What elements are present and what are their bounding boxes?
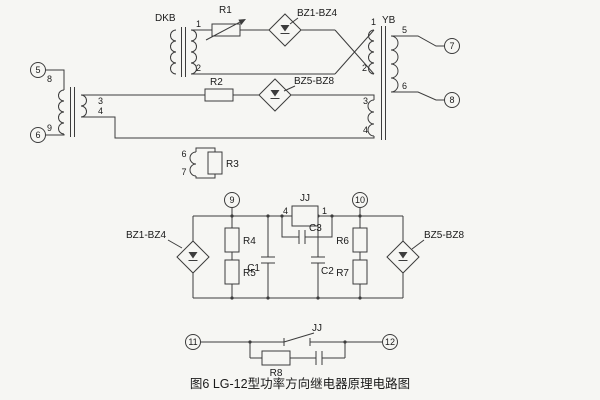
top-wires	[191, 29, 375, 75]
r6-label: R6	[336, 236, 349, 247]
input-transformer-symbol	[45, 69, 87, 137]
yb-label: YB	[382, 15, 396, 26]
yb-output-wires	[391, 35, 445, 101]
svg-text:12: 12	[385, 337, 395, 347]
yb-winding-3-label: 3	[363, 96, 368, 106]
svg-text:11: 11	[188, 337, 197, 347]
terminal-10: 10	[352, 192, 368, 208]
r3-winding-6-label: 6	[181, 149, 186, 159]
rectifier-bz5-bz8-top-symbol	[258, 78, 296, 112]
jj-coil-label: JJ	[300, 193, 310, 204]
svg-text:9: 9	[229, 195, 234, 205]
relay-contact-jj-symbol	[283, 332, 315, 346]
transformer-dkb-symbol	[170, 27, 197, 77]
dkb-winding-1-label: 1	[196, 19, 201, 29]
terminal-9: 9	[224, 192, 240, 208]
c2-label: C2	[321, 266, 334, 277]
r2-branch-wires	[81, 94, 375, 139]
transformer-yb-symbol	[367, 26, 399, 140]
svg-text:8: 8	[449, 95, 454, 105]
terminal-5: 5	[30, 62, 46, 78]
relay-coil-jj-symbol	[291, 205, 319, 227]
resistor-r4-symbol	[224, 227, 240, 253]
dc-bus-wires	[192, 207, 404, 300]
r5-label: R5	[243, 268, 256, 279]
bz5-bz8-mid-label: BZ5-BZ8	[424, 230, 464, 241]
c3-label: C3	[309, 223, 322, 234]
yb-winding-5-label: 5	[402, 25, 407, 35]
capacitor-c1-symbol	[261, 256, 275, 264]
spark-capacitor-symbol	[315, 351, 323, 365]
rectifier-bz5-bz8-mid-symbol	[386, 239, 425, 274]
resistor-r5-symbol	[224, 259, 240, 285]
capacitor-c3-symbol	[298, 230, 306, 244]
c1-label: C1	[247, 263, 260, 274]
resistor-r2-symbol	[204, 88, 234, 102]
terminal-12: 12	[382, 334, 398, 350]
r2-label: R2	[210, 77, 223, 88]
terminal-7: 7	[444, 38, 460, 54]
svg-text:6: 6	[35, 130, 40, 140]
input-winding-8-label: 8	[47, 74, 52, 84]
jj-terminal-1-label: 1	[322, 206, 327, 216]
r3-winding-symbol	[189, 147, 223, 179]
rectifier-bz1-bz4-mid-symbol	[167, 239, 210, 274]
resistor-r7-symbol	[352, 259, 368, 285]
capacitor-c2-symbol	[311, 256, 325, 264]
dkb-winding-2-label: 2	[196, 63, 201, 73]
yb-winding-6-label: 6	[402, 81, 407, 91]
winding-3-label: 3	[98, 96, 103, 106]
bz1-bz4-mid-label: BZ1-BZ4	[126, 230, 166, 241]
yb-winding-1-label: 1	[371, 17, 376, 27]
r1-label: R1	[219, 5, 232, 16]
jj-terminal-4-label: 4	[283, 206, 288, 216]
winding-4-label: 4	[98, 106, 103, 116]
resistor-r1-symbol	[205, 19, 246, 41]
figure-caption: 图6 LG-12型功率方向继电器原理电路图	[190, 376, 410, 391]
input-winding-9-label: 9	[47, 123, 52, 133]
resistor-r8-symbol	[261, 350, 291, 366]
top-section: DKB 1 2 R1 BZ1-BZ4 1	[30, 5, 460, 179]
svg-text:5: 5	[35, 65, 40, 75]
bottom-section: 11 12 JJ R8	[185, 323, 398, 379]
resistor-r6-symbol	[352, 227, 368, 253]
bz1-bz4-top-label: BZ1-BZ4	[297, 8, 337, 19]
dkb-label: DKB	[155, 13, 176, 24]
yb-winding-4-label: 4	[363, 125, 368, 135]
r3-winding-7-label: 7	[181, 167, 186, 177]
r3-label: R3	[226, 159, 239, 170]
bz5-bz8-top-label: BZ5-BZ8	[294, 76, 334, 87]
terminal-11: 11	[185, 334, 201, 350]
r8-label: R8	[270, 368, 283, 379]
middle-section: 9 10 JJ 4 1	[126, 192, 464, 300]
jj-contact-label: JJ	[312, 323, 322, 334]
terminal-8: 8	[444, 92, 460, 108]
rectifier-bz1-bz4-top-symbol	[268, 13, 302, 47]
svg-text:7: 7	[449, 41, 454, 51]
yb-winding-2-label: 2	[362, 63, 367, 73]
svg-text:10: 10	[355, 195, 365, 205]
r7-label: R7	[336, 268, 349, 279]
r4-label: R4	[243, 236, 256, 247]
terminal-6: 6	[30, 127, 46, 143]
contact-circuit-wires	[200, 340, 383, 359]
